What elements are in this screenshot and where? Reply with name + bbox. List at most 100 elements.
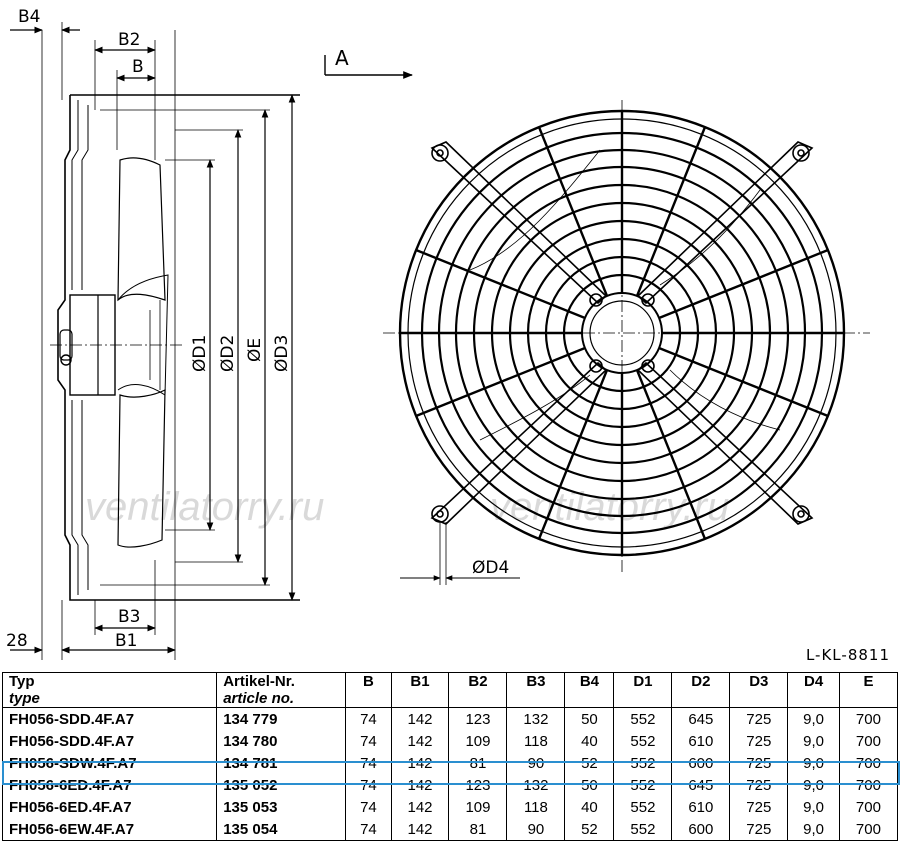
label-b3: B3 — [118, 607, 140, 627]
column-header-label: E — [863, 673, 874, 690]
column-header: Artikel-Nr.article no. — [216, 672, 347, 708]
table-cell: 725 — [729, 818, 789, 841]
label-28: 28 — [6, 631, 28, 651]
column-header: B2 — [448, 672, 508, 708]
side-view — [10, 22, 300, 660]
table-cell: 725 — [729, 796, 789, 818]
table-cell: 645 — [671, 707, 731, 730]
table-cell: 81 — [448, 818, 508, 841]
table-cell: 700 — [838, 796, 899, 818]
column-header-label: Artikel-Nr. — [223, 673, 295, 690]
label-e: ØE — [245, 338, 265, 362]
table-cell: 142 — [390, 752, 450, 774]
table-cell: 135 053 — [216, 796, 347, 818]
table-cell: 74 — [345, 752, 392, 774]
table-cell: 9,0 — [787, 796, 840, 818]
table-cell: 132 — [506, 707, 566, 730]
column-header: B — [345, 672, 392, 708]
column-header-label: D4 — [804, 673, 824, 690]
table-cell: 725 — [729, 707, 789, 730]
table-cell: 40 — [564, 796, 615, 818]
table-cell: 50 — [564, 774, 615, 796]
table-cell: FH056-6EW.4F.A7 — [1, 818, 218, 841]
label-b2: B2 — [118, 30, 140, 50]
table-cell: 552 — [613, 730, 673, 752]
table-cell: 700 — [838, 818, 899, 841]
column-header-label: Typ — [9, 673, 35, 690]
table-cell: 610 — [671, 796, 731, 818]
table-cell: 700 — [838, 774, 899, 796]
fan-technical-drawing: ventilatorry.ru ventilatorry.ru — [6, 7, 870, 660]
table-cell: FH056-SDW.4F.A7 — [1, 752, 218, 774]
table-cell: 132 — [506, 774, 566, 796]
table-cell: 552 — [613, 774, 673, 796]
table-cell: 134 781 — [216, 752, 347, 774]
table-cell: 142 — [390, 707, 450, 730]
table-cell: FH056-6ED.4F.A7 — [1, 796, 218, 818]
table-cell: FH056-6ED.4F.A7 — [1, 774, 218, 796]
drawing-code: L-KL-8811 — [805, 646, 890, 664]
column-header: B3 — [506, 672, 566, 708]
table-cell: 142 — [390, 818, 450, 841]
column-header-label: D1 — [633, 673, 653, 690]
table-cell: 118 — [506, 796, 566, 818]
table-cell: 552 — [613, 818, 673, 841]
table-cell: 9,0 — [787, 707, 840, 730]
column-header-label: B — [362, 673, 374, 690]
column-header: D2 — [671, 672, 731, 708]
table-cell: 552 — [613, 707, 673, 730]
column-header-label: B3 — [526, 673, 546, 690]
table-cell: 123 — [448, 774, 508, 796]
table-cell: 600 — [671, 752, 731, 774]
table-cell: 600 — [671, 818, 731, 841]
table-cell: 142 — [390, 730, 450, 752]
table-cell: 50 — [564, 707, 615, 730]
table-cell: 74 — [345, 730, 392, 752]
table-cell: 52 — [564, 752, 615, 774]
table-cell: 90 — [506, 818, 566, 841]
table-cell: 552 — [613, 796, 673, 818]
front-view-grill — [383, 100, 870, 585]
label-d3: ØD3 — [272, 335, 292, 372]
table-cell: 142 — [390, 774, 450, 796]
table-cell: 74 — [345, 774, 392, 796]
column-header-label: B1 — [410, 673, 430, 690]
table-cell: 9,0 — [787, 730, 840, 752]
column-header: D4 — [787, 672, 840, 708]
table-cell: 700 — [838, 752, 899, 774]
column-header-label: B4 — [579, 673, 599, 690]
table-cell: 134 780 — [216, 730, 347, 752]
table-cell: 81 — [448, 752, 508, 774]
table-cell: 610 — [671, 730, 731, 752]
column-header-label: B2 — [468, 673, 488, 690]
table-cell: 74 — [345, 796, 392, 818]
table-cell: FH056-SDD.4F.A7 — [1, 707, 218, 730]
table-cell: 135 054 — [216, 818, 347, 841]
table-cell: 52 — [564, 818, 615, 841]
table-cell: 9,0 — [787, 752, 840, 774]
watermark-left: ventilatorry.ru — [85, 485, 324, 529]
label-d2: ØD2 — [218, 335, 238, 372]
column-header-label: D2 — [691, 673, 711, 690]
table-cell: 90 — [506, 752, 566, 774]
column-header: B1 — [390, 672, 450, 708]
table-cell: 109 — [448, 730, 508, 752]
table-cell: 135 052 — [216, 774, 347, 796]
table-cell: 700 — [838, 730, 899, 752]
watermark-right: ventilatorry.ru — [490, 485, 729, 529]
table-cell: 109 — [448, 796, 508, 818]
label-d4: ØD4 — [472, 558, 509, 578]
column-header: D3 — [729, 672, 789, 708]
column-header-label: D3 — [749, 673, 769, 690]
table-cell: FH056-SDD.4F.A7 — [1, 730, 218, 752]
table-cell: 123 — [448, 707, 508, 730]
table-cell: 552 — [613, 752, 673, 774]
column-header: B4 — [564, 672, 615, 708]
